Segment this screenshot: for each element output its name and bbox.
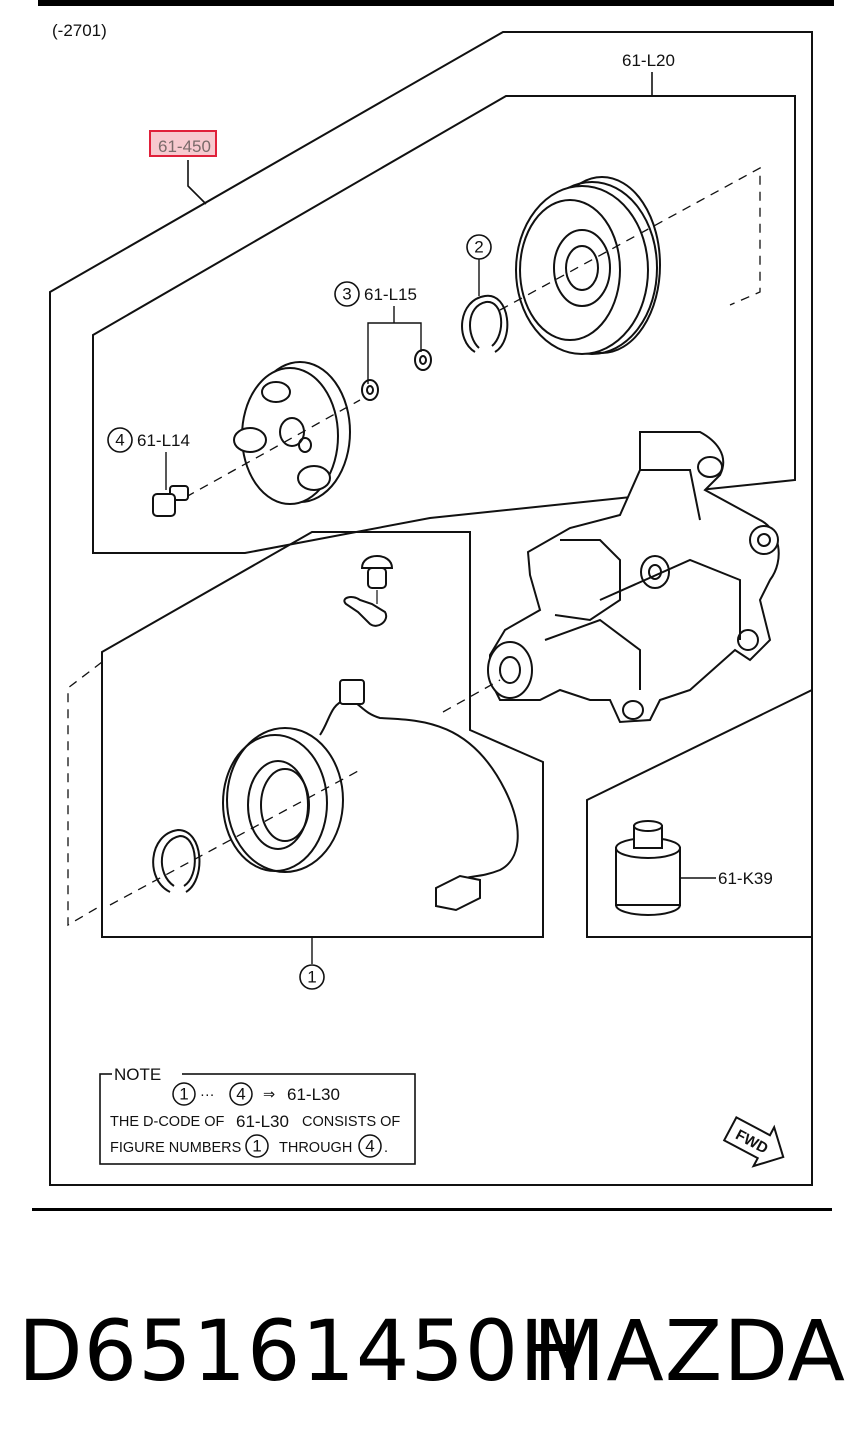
washer <box>361 349 432 401</box>
compressor <box>487 431 780 724</box>
brand-name: MAZDA <box>532 1302 846 1400</box>
caption-bar: D65161450H MAZDA <box>0 1296 864 1406</box>
callout-61-K39: 61-K39 <box>718 869 773 888</box>
svg-text:1: 1 <box>307 968 316 987</box>
clutch-frame <box>92 95 796 554</box>
oil-frame <box>586 688 813 938</box>
top-rule <box>38 0 834 6</box>
bottom-rule <box>32 1208 832 1211</box>
svg-text:⇒: ⇒ <box>263 1087 275 1103</box>
svg-text:4: 4 <box>365 1137 374 1156</box>
assembly-frame <box>49 31 813 1186</box>
screw <box>343 555 394 627</box>
svg-text:4: 4 <box>115 431 124 450</box>
svg-text:CONSISTS OF: CONSISTS OF <box>302 1114 400 1130</box>
fwd-arrow-icon: FWD <box>722 1116 785 1168</box>
highlighted-callout[interactable]: 61-450 <box>149 130 217 157</box>
svg-text:61-450: 61-450 <box>158 137 211 156</box>
serial-range: (-2701) <box>52 21 107 40</box>
note-heading: NOTE <box>114 1065 161 1084</box>
callout-61-L15: 61-L15 <box>364 285 417 304</box>
leader-61-L15 <box>367 322 422 384</box>
svg-text:61-L30: 61-L30 <box>236 1112 289 1131</box>
pressure-plate <box>233 361 351 505</box>
coil-wire <box>319 698 519 881</box>
magnetic-coil <box>222 727 344 873</box>
coil-snap-ring <box>152 828 201 893</box>
wire-connector <box>339 679 481 912</box>
part-number: D65161450H <box>18 1302 584 1400</box>
svg-text:···: ··· <box>200 1087 215 1103</box>
coil-axis-frame <box>67 661 103 927</box>
svg-text:4: 4 <box>236 1085 245 1104</box>
svg-text:2: 2 <box>474 238 483 257</box>
note-box: NOTE 1 ··· 4 ⇒ 61-L30 THE D-CODE OF 61-L… <box>99 1062 416 1165</box>
figure-number-4: 4 <box>107 427 133 453</box>
pulley <box>515 176 661 355</box>
compressor-axis <box>442 679 501 713</box>
figure-number-1: 1 <box>299 964 325 990</box>
bolt <box>152 485 189 517</box>
svg-text:THE D-CODE OF: THE D-CODE OF <box>110 1114 225 1130</box>
oil-bottle <box>615 820 681 916</box>
plate-axis <box>185 399 361 498</box>
svg-text:1: 1 <box>252 1137 261 1156</box>
callout-61-L14: 61-L14 <box>137 431 190 450</box>
svg-text:THROUGH: THROUGH <box>279 1140 352 1156</box>
callout-61-L20: 61-L20 <box>622 51 675 70</box>
svg-text:61-L30: 61-L30 <box>287 1085 340 1104</box>
coil-frame <box>101 531 544 938</box>
snap-ring <box>461 294 509 353</box>
svg-text:3: 3 <box>342 285 351 304</box>
highlighted-leader <box>187 160 207 205</box>
figure-number-2: 2 <box>466 234 492 260</box>
svg-text:FIGURE NUMBERS: FIGURE NUMBERS <box>110 1140 241 1156</box>
pulley-axis <box>499 166 761 311</box>
svg-text:1: 1 <box>179 1085 188 1104</box>
figure-number-3: 3 <box>334 281 360 307</box>
svg-text:.: . <box>384 1140 388 1156</box>
